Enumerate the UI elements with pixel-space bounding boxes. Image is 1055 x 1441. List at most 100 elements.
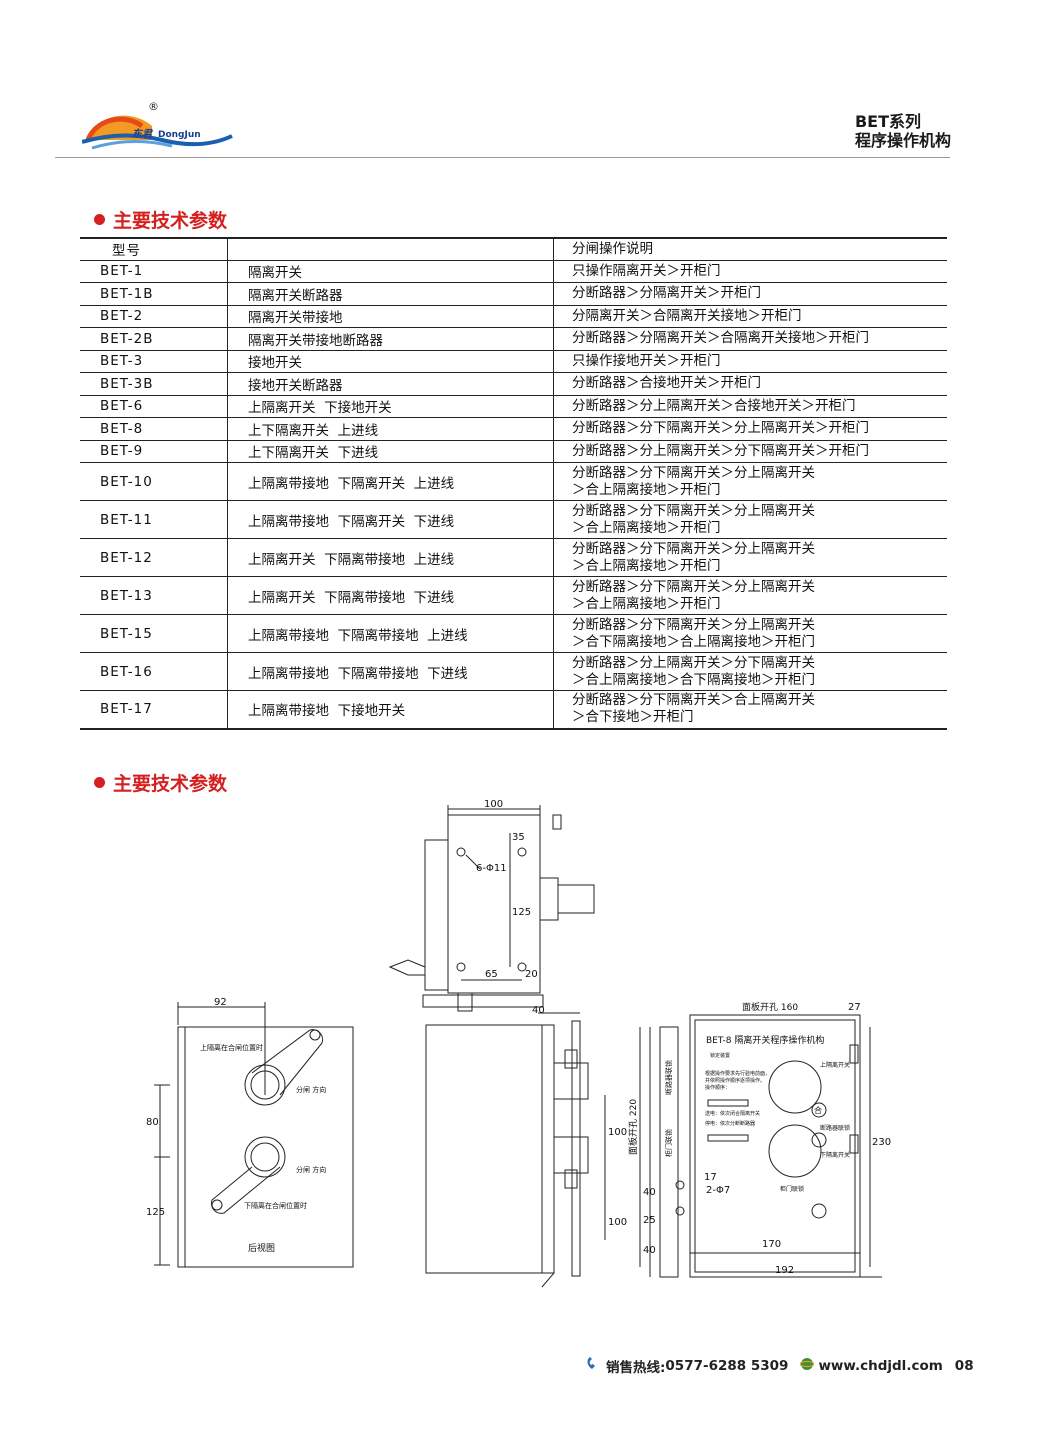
dim-25: 25 <box>643 1215 656 1226</box>
dim-side-100b: 100 <box>608 1217 627 1228</box>
cell-model: BET-3 <box>80 350 228 373</box>
dim-40b: 40 <box>643 1245 656 1256</box>
cell-model: BET-9 <box>80 440 228 463</box>
operation-line: ＞合上隔离接地＞开柜门 <box>572 595 721 612</box>
panel-small-text-4: 操作顺序： <box>705 1084 730 1091</box>
cell-operation: 只操作接地开关＞开柜门 <box>554 350 948 373</box>
header-title: BET系列 程序操作机构 <box>855 112 951 150</box>
dim-side-100a: 100 <box>608 1127 627 1138</box>
globe-icon <box>799 1357 816 1375</box>
cell-operation: 分断路器＞分下隔离开关＞分上隔离开关＞合上隔离接地＞开柜门 <box>554 501 948 539</box>
rear-label-open1: 分闸 方向 <box>296 1085 326 1094</box>
operation-line: 分断路器＞分下隔离开关＞分上隔离开关 <box>572 540 815 557</box>
nameplate-title: BET-8 隔离开关程序操作机构 <box>706 1034 824 1046</box>
dim-top-35: 35 <box>512 832 525 843</box>
cell-model: BET-2B <box>80 327 228 350</box>
footer: 销售热线: 0577-6288 5309 www.chdjdl.com 08 <box>586 1356 974 1376</box>
operation-line: 分断路器＞分下隔离开关＞分上隔离开关 <box>572 578 815 595</box>
operation-line: 分断路器＞分隔离开关＞开柜门 <box>572 285 761 302</box>
cell-description: 上隔离带接地 下隔离开关 下进线 <box>227 500 554 539</box>
hotline-label: 销售热线: <box>606 1360 666 1376</box>
cell-operation: 分断路器＞分下隔离开关＞分上隔离开关＞合上隔离接地＞开柜门 <box>554 539 948 577</box>
cell-operation: 分断路器＞分上隔离开关＞分下隔离开关＞合上隔离接地＞合下隔离接地＞开柜门 <box>554 653 948 691</box>
website-link[interactable]: www.chdjdl.com <box>818 1358 943 1374</box>
page-number: 08 <box>954 1358 974 1374</box>
operation-line: ＞合下接地＞开柜门 <box>572 709 694 726</box>
label-upper-switch: 上隔离开关 <box>820 1061 850 1069</box>
dim-top-width: 100 <box>484 799 503 810</box>
cell-operation: 分隔离开关＞合隔离开关接地＞开柜门 <box>554 305 948 328</box>
dim-40: 40 <box>643 1187 656 1198</box>
operation-line: 分断路器＞分隔离开关＞合隔离开关接地＞开柜门 <box>572 330 869 347</box>
hole-label: 6-Φ11 <box>476 863 507 874</box>
brand-en: DongJun <box>158 130 201 140</box>
header-title-line1: BET系列 <box>854 112 922 131</box>
operation-line: 分断路器＞分下隔离开关＞分上隔离开关 <box>572 502 815 519</box>
cell-operation: 分断路器＞分隔离开关＞开柜门 <box>554 283 948 306</box>
cell-operation: 分断路器＞分下隔离开关＞分上隔离开关＞合上隔离接地＞开柜门 <box>554 463 948 501</box>
dim-170: 170 <box>762 1239 781 1250</box>
panel-small-text-5: 送电：依次闭合隔离开关 <box>705 1110 760 1117</box>
table-header-row: 型号 分闸操作说明 <box>80 238 947 260</box>
front-panel-drawing <box>639 1014 882 1278</box>
rear-caption: 后视图 <box>248 1242 275 1254</box>
brand-cn: 东君 <box>132 128 154 140</box>
cell-description: 上下隔离开关 下进线 <box>227 440 554 463</box>
dim-27: 27 <box>848 1002 861 1013</box>
rear-label-open2: 分闸 方向 <box>296 1165 326 1174</box>
rear-label-bottom: 下隔离在合闸位置时 <box>244 1201 307 1210</box>
cell-model: BET-3B <box>80 372 228 395</box>
side-view-drawing <box>425 1012 606 1288</box>
cell-operation: 分断路器＞分下隔离开关＞分上隔离开关＞开柜门 <box>554 418 948 441</box>
header-divider <box>55 157 950 158</box>
dim-panel-hole-160: 面板开孔 160 <box>742 1001 798 1013</box>
dim-panel-hole-220: 面板开孔 220 <box>627 1099 639 1155</box>
cell-model: BET-6 <box>80 395 228 418</box>
dimension-drawings: 100 35 125 65 20 6-Φ11 40 100 100 92 80 … <box>146 799 891 1288</box>
cell-description: 隔离开关带接地断路器 <box>227 327 554 350</box>
hotline-number: 0577-6288 5309 <box>665 1358 789 1374</box>
side-label-breaker: 断路器联锁 <box>664 1060 673 1095</box>
cell-description: 上隔离开关 下隔离带接地 下进线 <box>227 576 554 615</box>
col-header-desc <box>227 238 554 260</box>
dim-hole-7: 2-Φ7 <box>706 1185 730 1196</box>
panel-small-text-3: 并依照操作顺序逐项操作。 <box>705 1077 765 1084</box>
label-door-interlock: 柜门联锁 <box>780 1185 804 1193</box>
operation-line: ＞合上隔离接地＞开柜门 <box>572 481 721 498</box>
label-lower-switch: 下隔离开关 <box>820 1151 850 1159</box>
cell-description: 隔离开关断路器 <box>227 282 554 305</box>
registered-mark: ® <box>148 100 159 113</box>
cell-description: 上隔离带接地 下隔离开关 上进线 <box>227 462 554 501</box>
dim-top-20: 20 <box>525 969 538 980</box>
dim-rear-92: 92 <box>214 997 227 1008</box>
cell-model: BET-15 <box>80 614 228 653</box>
cell-operation: 只操作隔离开关＞开柜门 <box>554 260 948 283</box>
col-header-op: 分闸操作说明 <box>572 240 653 257</box>
dim-192: 192 <box>775 1265 794 1276</box>
panel-small-text-2: 根据操作要求先行验电前面， <box>705 1070 770 1077</box>
cell-operation: 分断路器＞分隔离开关＞合隔离开关接地＞开柜门 <box>554 328 948 351</box>
cell-description: 上隔离开关 下隔离带接地 上进线 <box>227 538 554 577</box>
rear-view-drawing <box>154 1002 354 1268</box>
cell-description: 隔离开关带接地 <box>227 305 554 328</box>
cell-model: BET-12 <box>80 538 228 577</box>
section-title-params: 主要技术参数 <box>94 206 227 233</box>
cell-operation: 分断路器＞分上隔离开关＞合接地开关＞开柜门 <box>554 395 948 418</box>
operation-line: 只操作接地开关＞开柜门 <box>572 352 721 369</box>
operation-line: 分断路器＞分下隔离开关＞分上隔离开关 <box>572 464 815 481</box>
cell-model: BET-13 <box>80 576 228 615</box>
side-label-door: 柜门联锁 <box>664 1129 673 1157</box>
header-title-line2: 程序操作机构 <box>854 131 951 150</box>
cell-model: BET-10 <box>80 462 228 501</box>
col-header-model: 型号 <box>80 238 228 260</box>
cell-description: 接地开关断路器 <box>227 372 554 395</box>
dim-side-40: 40 <box>532 1005 545 1016</box>
